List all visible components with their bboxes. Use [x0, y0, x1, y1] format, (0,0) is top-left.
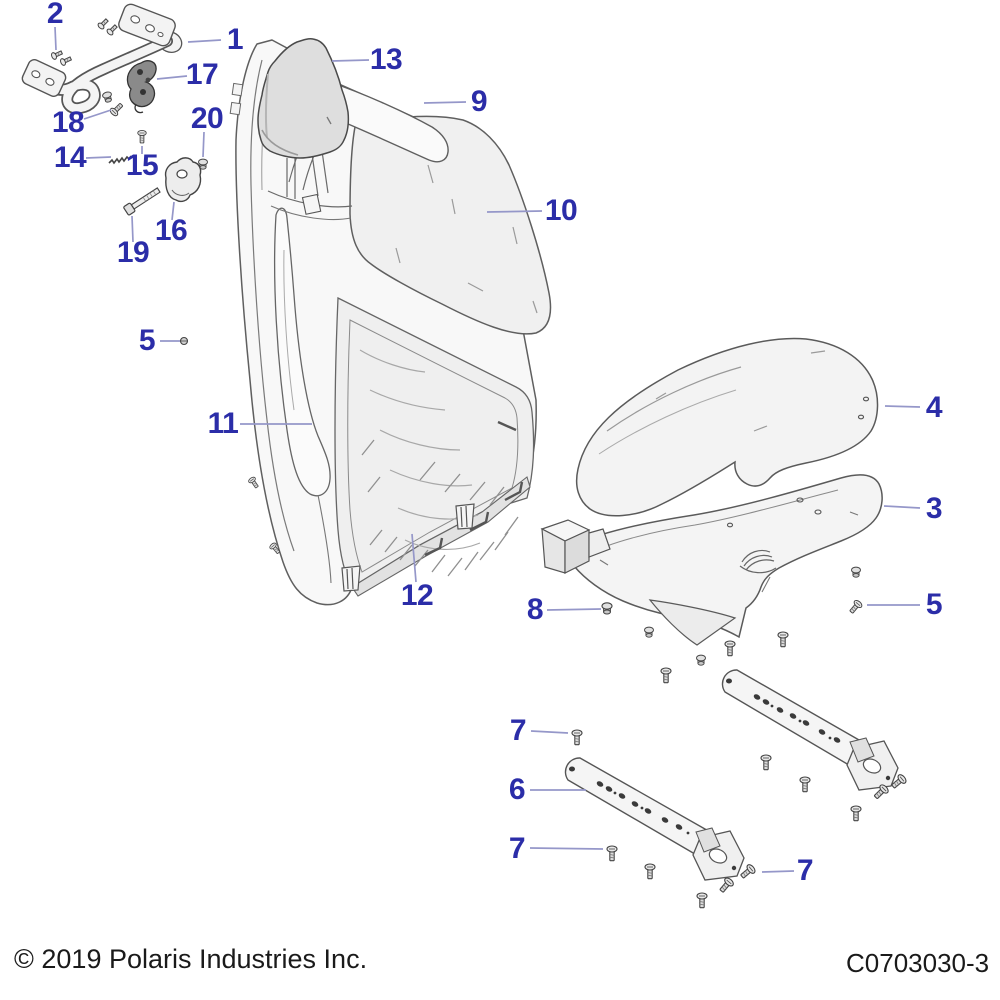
callout-18: 18: [51, 106, 85, 139]
part-13-headrest-pad: [257, 38, 350, 159]
callout-2: 2: [46, 0, 64, 30]
callout-17: 17: [185, 58, 219, 91]
callout-13: 13: [369, 43, 403, 76]
screw-fastener: [660, 667, 672, 684]
part-14-spring: [108, 155, 132, 165]
callout-19: 19: [116, 236, 150, 269]
part-8-nut: [601, 602, 613, 615]
callout-14: 14: [53, 141, 87, 174]
screw-fastener: [696, 892, 708, 909]
mount-rail-right: [721, 669, 899, 791]
screw-fastener: [777, 631, 789, 648]
nut-fastener: [851, 566, 861, 578]
callout-9: 9: [470, 85, 488, 118]
callout-1: 1: [226, 23, 244, 56]
part-16-bracket: [164, 157, 202, 203]
callout-6: 6: [508, 773, 526, 806]
part-5-screw: [179, 336, 189, 346]
screw-fastener: [760, 754, 772, 771]
pan-vent-detail: [739, 549, 777, 574]
callout-12: 12: [400, 579, 434, 612]
drawing-number: C0703030-3: [846, 948, 990, 978]
part-18-bolts: [101, 90, 126, 118]
part-1-headrest-bar: [21, 3, 183, 115]
leader-lines: [54, 26, 921, 873]
callout-5a: 5: [138, 324, 156, 357]
part-5-screw: [847, 598, 864, 616]
callout-10: 10: [544, 194, 578, 227]
part-4-seat-cushion: [575, 337, 879, 517]
callout-7c: 7: [796, 854, 814, 887]
part-17-recliner-latch: [126, 60, 157, 114]
nut-fastener: [644, 626, 654, 638]
part-6-mount-rail-left: [564, 757, 745, 881]
panel-rib-marks: [424, 420, 524, 557]
screw-fastener: [247, 475, 261, 490]
callout-20: 20: [190, 102, 224, 135]
part-10-back-cushion: [349, 115, 552, 335]
callout-11: 11: [207, 407, 239, 440]
callout-15: 15: [125, 149, 159, 182]
screw-fastener: [799, 776, 811, 793]
part-12-back-panel: [334, 296, 535, 597]
copyright-text: © 2019 Polaris Industries Inc.: [14, 944, 368, 974]
callout-5b: 5: [925, 588, 943, 621]
pan-side-bracket: [540, 519, 611, 574]
part-19-bolt: [123, 187, 161, 216]
callout-7a: 7: [509, 714, 527, 747]
panel-feet: [341, 503, 475, 592]
callout-8: 8: [526, 593, 544, 626]
screw-fastener: [724, 640, 736, 657]
part-15-bolt: [137, 129, 147, 144]
part-7-screw: [571, 729, 583, 746]
screw-fastener: [644, 863, 656, 880]
screw-fastener: [850, 805, 862, 822]
panel-hatching: [361, 439, 519, 577]
nut-fastener: [696, 654, 706, 666]
callout-7b: 7: [508, 832, 526, 865]
part-7-screw: [606, 845, 618, 862]
screw-fastener: [717, 875, 736, 895]
callout-3: 3: [925, 492, 943, 525]
part-3-seat-pan: [540, 474, 883, 646]
cushion-crease-marks: [395, 164, 538, 314]
callout-4: 4: [925, 391, 943, 424]
callout-16: 16: [154, 214, 188, 247]
